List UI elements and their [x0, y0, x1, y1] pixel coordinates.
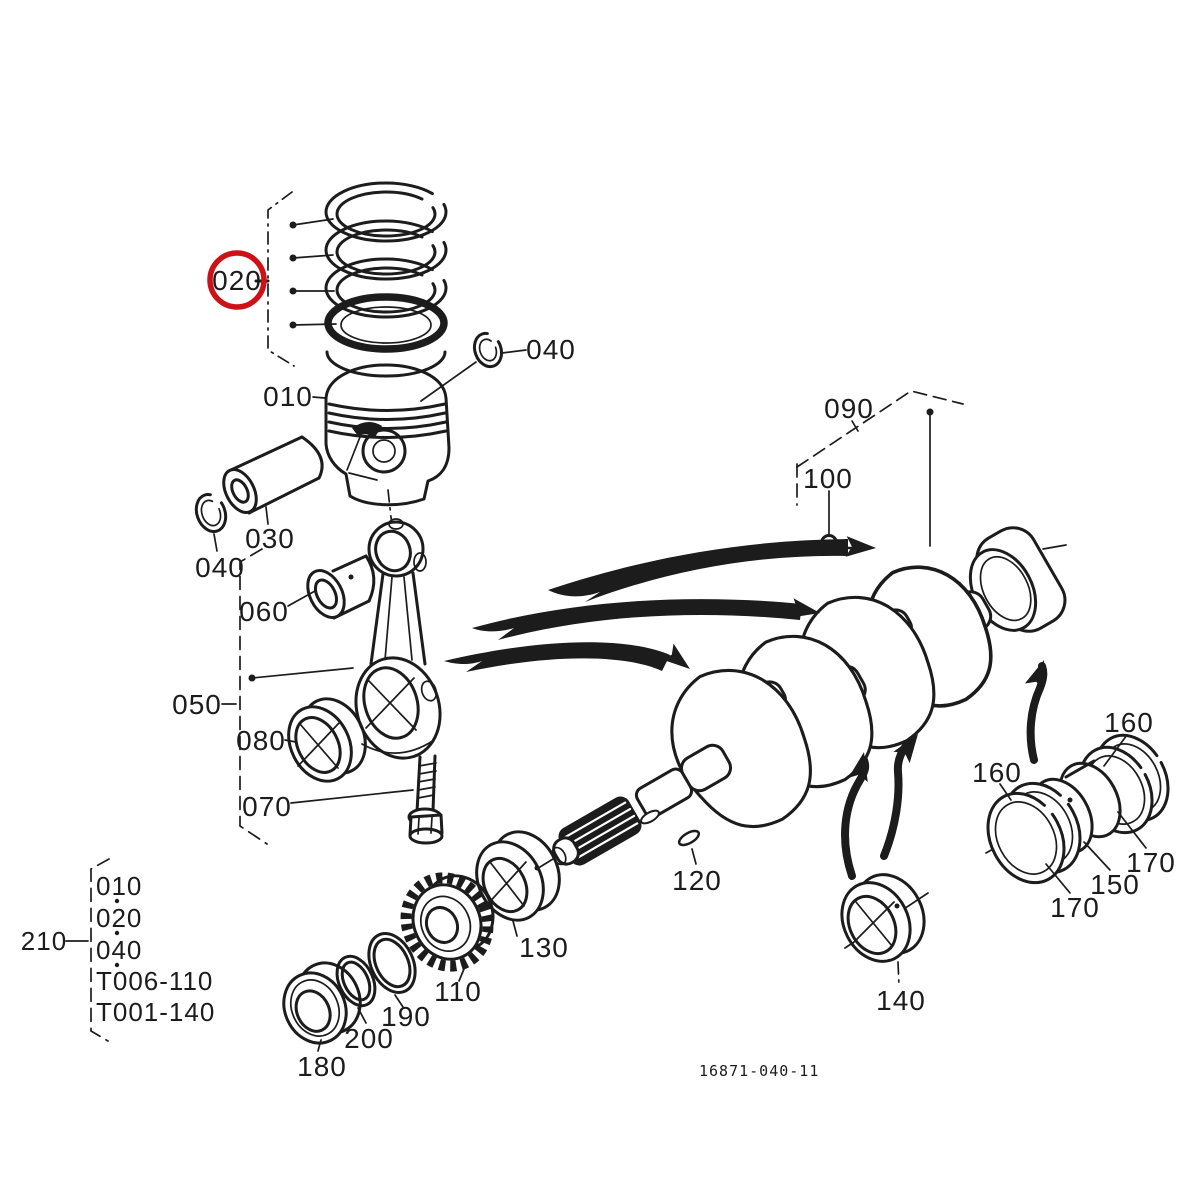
leader-080: [284, 739, 297, 743]
kit-item-t006-110[interactable]: T006-110: [96, 966, 213, 996]
piston-pin-drawing: [222, 435, 324, 515]
callout-020-piston-rings[interactable]: 020: [212, 265, 262, 296]
kit-group: [65, 858, 120, 1042]
callout-040-circlip-top[interactable]: 040: [526, 334, 576, 365]
callout-170-side-bottom[interactable]: 170: [1050, 892, 1100, 923]
callout-070-rod-bolt[interactable]: 070: [242, 791, 292, 822]
kit-item-040[interactable]: 040: [96, 935, 142, 965]
kit-item-010[interactable]: 010: [96, 871, 142, 901]
connecting-rod-drawing: [354, 518, 442, 760]
o-ring-drawing: [335, 954, 377, 1008]
callout-200-o-ring[interactable]: 200: [344, 1023, 394, 1054]
leader-170-right: [1117, 811, 1147, 849]
callout-190-snap-ring[interactable]: 190: [381, 1001, 431, 1032]
callout-160-thrust-top[interactable]: 160: [1104, 707, 1154, 738]
callout-010-piston[interactable]: 010: [263, 381, 313, 412]
crank-group-leaders: [796, 390, 964, 547]
main-bearing-drawing: [840, 873, 929, 963]
piston-ring-set-drawing: [324, 181, 448, 353]
callout-120-key[interactable]: 120: [672, 865, 722, 896]
callout-080-rod-bearing[interactable]: 080: [236, 725, 286, 756]
drawing-number: 16871-040-11: [699, 1062, 819, 1080]
callout-150-holder[interactable]: 150: [1090, 869, 1140, 900]
leader-030: [265, 506, 269, 525]
bushing-drawing: [306, 554, 376, 620]
leader-150: [1083, 841, 1111, 871]
leader-120: [691, 848, 697, 865]
callout-040-circlip-left[interactable]: 040: [195, 552, 245, 583]
thrust-assembly-drawing: [985, 733, 1170, 885]
leader-070: [290, 789, 414, 804]
callout-060-bushing[interactable]: 060: [239, 596, 289, 627]
ring-set-bracket: [254, 191, 337, 367]
circlip-left-drawing: [194, 493, 228, 533]
gear-drawing: [400, 872, 495, 972]
assembly-arrows: [444, 536, 1054, 880]
leader-130: [512, 920, 518, 937]
callout-160-thrust-left[interactable]: 160: [972, 757, 1022, 788]
callout-210-kit-group[interactable]: 210: [21, 926, 67, 956]
rod-bolt-drawing: [407, 754, 444, 845]
leader-140: [897, 961, 900, 987]
rod-bearing-drawing: [287, 697, 367, 783]
leader-040-top: [501, 349, 527, 354]
leader-170-bottom: [1045, 863, 1071, 894]
callout-180-rear-collar[interactable]: 180: [297, 1051, 347, 1082]
callout-140-main-bearing[interactable]: 140: [876, 985, 926, 1016]
red-highlight-circle: [207, 250, 267, 310]
key-drawing: [677, 829, 701, 847]
leader-110: [458, 968, 465, 982]
callout-130-front-collar[interactable]: 130: [519, 932, 569, 963]
callout-170-side-right[interactable]: 170: [1126, 847, 1176, 878]
piston-drawing: [324, 350, 451, 545]
leader-010: [312, 396, 326, 399]
callout-090-crankshaft-group[interactable]: 090: [824, 393, 874, 424]
leader-160-left: [999, 783, 1012, 801]
kit-item-020[interactable]: 020: [96, 903, 142, 933]
leader-180: [317, 1039, 322, 1052]
leader-160-top: [1103, 734, 1128, 767]
snap-ring-drawing: [367, 932, 417, 994]
callout-030-piston-pin[interactable]: 030: [245, 523, 295, 554]
leader-040-to-piston: [420, 361, 477, 402]
rear-collar-drawing: [282, 961, 362, 1045]
circlip-top-drawing: [472, 331, 504, 369]
callout-050-rod-group[interactable]: 050: [172, 689, 222, 720]
callout-100-steel-ball[interactable]: 100: [803, 463, 853, 494]
leader-060: [287, 590, 316, 607]
callout-110-gear[interactable]: 110: [434, 976, 482, 1007]
crankshaft-drawing: [539, 526, 1067, 868]
kit-item-t001-140[interactable]: T001-140: [96, 997, 215, 1027]
leader-190: [394, 994, 404, 1008]
leader-040-left: [213, 533, 218, 552]
rod-group-bracket: [221, 548, 354, 845]
